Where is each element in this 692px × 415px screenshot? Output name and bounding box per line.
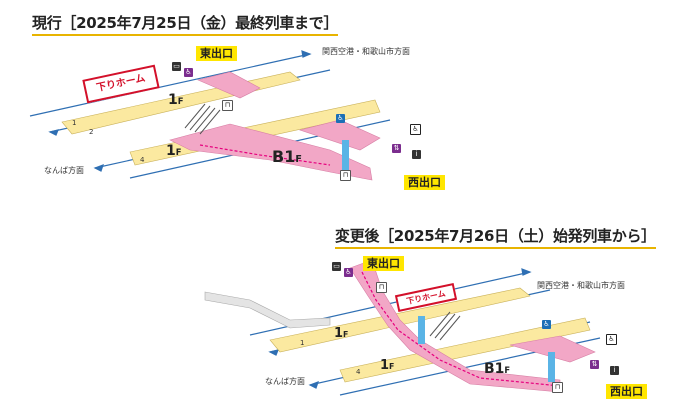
current-floor-1f-upper: 1F (168, 92, 183, 108)
current-floor-b1-suffix: F (295, 154, 302, 165)
after-direction-namba: なんば方面 (265, 377, 305, 386)
after-track-1-label: 1 (300, 339, 305, 347)
current-floor-1f-lower: 1F (166, 143, 181, 159)
after-floor-1f-upper-num: 1 (334, 326, 344, 341)
after-floor-1f-lower-suffix: F (389, 362, 395, 371)
after-accessible-icon: ♿ (542, 320, 551, 329)
after-floor-b1-num: B1 (484, 361, 505, 377)
current-floor-1f-upper-num: 1 (168, 92, 178, 108)
current-floor-b1-num: B1 (272, 147, 296, 166)
after-floor-1f-upper-suffix: F (343, 330, 349, 339)
after-elevator-upper (418, 316, 425, 344)
current-diagram (29, 50, 391, 181)
after-elevator-lower (548, 352, 555, 382)
after-floor-1f-lower: 1F (380, 358, 394, 373)
current-escalator-icon: ⊓ (340, 170, 351, 181)
after-floor-1f-upper: 1F (334, 326, 348, 341)
current-ticket-icon: ▭ (172, 62, 181, 71)
current-west-exit: 西出口 (404, 175, 445, 190)
after-stairs-icon: ⊓ (376, 282, 387, 293)
current-info-icon: i (412, 150, 421, 159)
after-elevator-icon: ⇅ (590, 360, 599, 369)
current-elevator-icon: ⇅ (392, 144, 401, 153)
current-route-path (199, 144, 331, 166)
current-wheelchair-icon: ♿ (410, 124, 421, 135)
current-floor-b1: B1F (272, 147, 302, 166)
after-direction-kansai: 関西空港・和歌山市方面 (537, 281, 625, 290)
after-toilet-icon: ♿ (344, 268, 353, 277)
current-east-exit: 東出口 (196, 46, 237, 61)
after-track-4-label: 4 (356, 368, 361, 376)
after-escalator-icon: ⊓ (552, 382, 563, 393)
after-closed-passage (204, 291, 331, 329)
current-floor-1f-lower-num: 1 (166, 143, 176, 159)
current-track-2-label: 2 (89, 128, 94, 136)
current-concourse-west (298, 119, 381, 151)
after-heading: 変更後［2025年7月26日（土）始発列車から］ (335, 225, 656, 249)
after-lower-platform (339, 317, 591, 383)
current-heading-text: 現行［2025年7月25日（金）最終列車まで］ (32, 14, 339, 32)
after-route-path (361, 271, 561, 387)
after-floor-1f-lower-num: 1 (380, 358, 390, 373)
current-floor-1f-upper-suffix: F (177, 96, 184, 106)
current-direction-kansai: 関西空港・和歌山市方面 (322, 47, 410, 56)
current-stairs-icon: ⊓ (222, 100, 233, 111)
after-floor-b1: B1F (484, 361, 510, 377)
current-track-4-label: 4 (140, 156, 145, 164)
after-heading-text: 変更後［2025年7月26日（土）始発列車から］ (335, 227, 656, 245)
current-stairs (184, 103, 221, 135)
after-wheelchair-icon: ♿ (606, 334, 617, 345)
current-concourse (169, 123, 373, 181)
after-info-icon: i (610, 366, 619, 375)
after-floor-b1-suffix: F (504, 365, 511, 375)
current-concourse-east (197, 71, 261, 99)
after-stairs (429, 311, 461, 341)
current-toilet-icon: ♿ (184, 68, 193, 77)
current-track-1-label: 1 (72, 119, 77, 127)
current-heading: 現行［2025年7月25日（金）最終列車まで］ (32, 12, 339, 36)
after-ticket-icon: ▭ (332, 262, 341, 271)
current-elevator (342, 140, 349, 170)
current-direction-namba: なんば方面 (44, 166, 84, 175)
after-west-exit: 西出口 (606, 384, 647, 399)
current-accessible-icon: ♿ (336, 114, 345, 123)
after-east-exit: 東出口 (363, 256, 404, 271)
current-floor-1f-lower-suffix: F (175, 147, 182, 157)
